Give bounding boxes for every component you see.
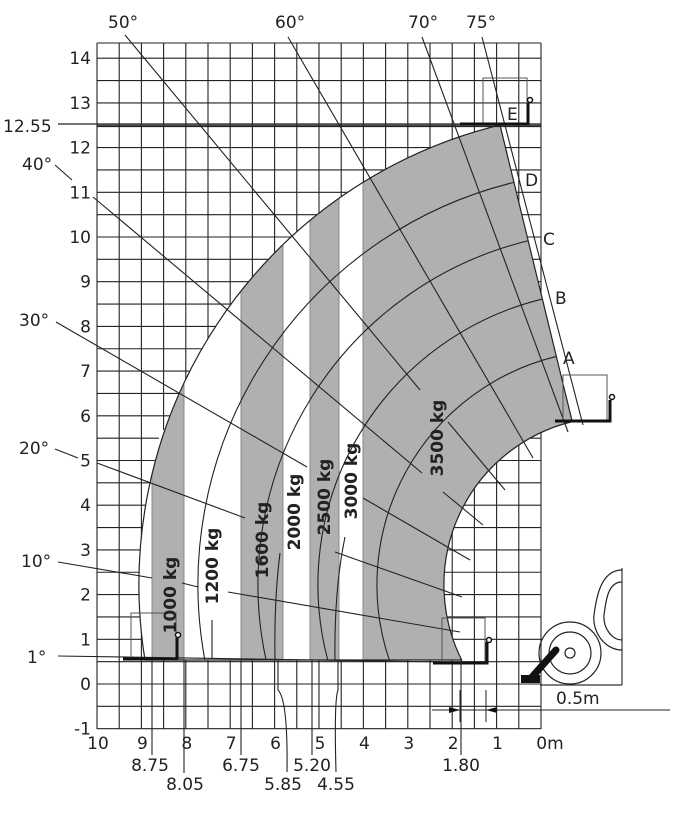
load-label-1600kg: 1600 kg	[253, 502, 273, 579]
y-tick-label: 12	[69, 139, 91, 159]
load-label-2500kg: 2500 kg	[315, 459, 335, 536]
extension-arc	[376, 355, 557, 661]
extension-mark-e: E	[507, 105, 518, 125]
y-tick-label: -1	[74, 720, 91, 740]
reach-label: 4.55	[317, 775, 355, 795]
x-tick-label: 9	[137, 734, 148, 754]
x-tick-label: 3	[403, 734, 414, 754]
angle-line-40	[54, 164, 73, 181]
y-tick-label: 9	[80, 273, 91, 293]
load-label-2000kg: 2000 kg	[285, 474, 305, 551]
angle-line-50	[124, 34, 421, 391]
basket-top-e	[460, 77, 534, 126]
angle-label-60: 60°	[275, 13, 305, 33]
envelope-outline	[138, 124, 573, 661]
x-tick-label: 8	[181, 734, 192, 754]
angle-line-10	[57, 561, 153, 579]
basket-a	[555, 374, 616, 423]
extension-arc	[257, 240, 529, 661]
reach-label: 5.20	[293, 756, 331, 776]
reach-ticks	[151, 660, 462, 773]
x-tick-label: 0m	[536, 734, 563, 754]
angle-label-20: 20°	[19, 439, 49, 459]
load-label-3000kg: 3000 kg	[342, 443, 362, 520]
extension-mark-b: B	[555, 289, 567, 309]
y-tick-label: 8	[80, 317, 91, 337]
leader-2000kg	[274, 552, 281, 661]
y-tick-label: 7	[80, 362, 91, 382]
extension-mark-c: C	[543, 230, 555, 250]
angle-label-40: 40°	[22, 155, 52, 175]
x-axis-labels: 10 9 8 7 6 5 4 3 2 1 0m	[87, 734, 564, 754]
angle-line-75	[481, 36, 584, 426]
y-tick-label: 2	[80, 586, 91, 606]
angle-line-70	[421, 36, 569, 433]
angle-label-10: 10°	[21, 552, 51, 572]
x-tick-label: 6	[270, 734, 281, 754]
extension-mark-a: A	[563, 349, 575, 369]
extension-mark-d: D	[525, 171, 538, 191]
extension-arc	[197, 181, 515, 661]
zone-2500kg	[310, 125, 339, 660]
x-tick-label: 7	[226, 734, 237, 754]
load-label-1200kg: 1200 kg	[203, 528, 223, 605]
y-tick-label: 13	[69, 94, 91, 114]
y-tick-label: 4	[80, 496, 91, 516]
y-tick-label: 14	[69, 49, 91, 69]
basket-ground-far	[123, 612, 182, 661]
angle-label-70: 70°	[408, 13, 438, 33]
y-tick-label: 11	[69, 183, 91, 203]
angle-lines	[54, 34, 584, 663]
leader-3000kg	[334, 536, 346, 661]
x-tick-label: 2	[448, 734, 459, 754]
y-tick-label: 3	[80, 541, 91, 561]
machine-icon	[521, 568, 623, 686]
wheel-icon	[538, 621, 602, 685]
x-tick-label: 5	[315, 734, 326, 754]
load-label-3500kg: 3500 kg	[428, 400, 448, 477]
y-tick-label: 6	[80, 407, 91, 427]
angle-line-20	[54, 448, 79, 459]
extension-arc	[317, 298, 543, 661]
angle-label-75: 75°	[466, 13, 496, 33]
y-tick-label: 1	[80, 630, 91, 650]
reach-label: 8.05	[166, 775, 204, 795]
extension-arcs	[197, 181, 557, 661]
offset-label: 0.5m	[556, 689, 600, 709]
reach-label: 5.85	[264, 775, 302, 795]
load-label-1000kg: 1000 kg	[161, 557, 181, 634]
x-tick-label: 4	[359, 734, 370, 754]
angle-line-1	[57, 655, 446, 663]
reach-label: 6.75	[222, 756, 260, 776]
x-tick-label: 1	[492, 734, 503, 754]
y-tick-label: 0	[80, 675, 91, 695]
angle-label-50: 50°	[108, 13, 138, 33]
max-height-label: 12.55	[3, 117, 52, 137]
angle-label-30: 30°	[19, 311, 49, 331]
angle-line-60	[287, 36, 534, 459]
x-tick-label: 10	[87, 734, 109, 754]
angle-label-1: 1°	[27, 648, 46, 668]
reach-label: 8.75	[131, 756, 169, 776]
basket-ground-near	[433, 617, 493, 665]
offset-dimension: 0.5m	[432, 689, 670, 722]
y-tick-label: 5	[80, 452, 91, 472]
angle-line-30	[55, 321, 308, 468]
reach-label: 1.80	[442, 756, 480, 776]
y-tick-label: 10	[69, 228, 91, 248]
